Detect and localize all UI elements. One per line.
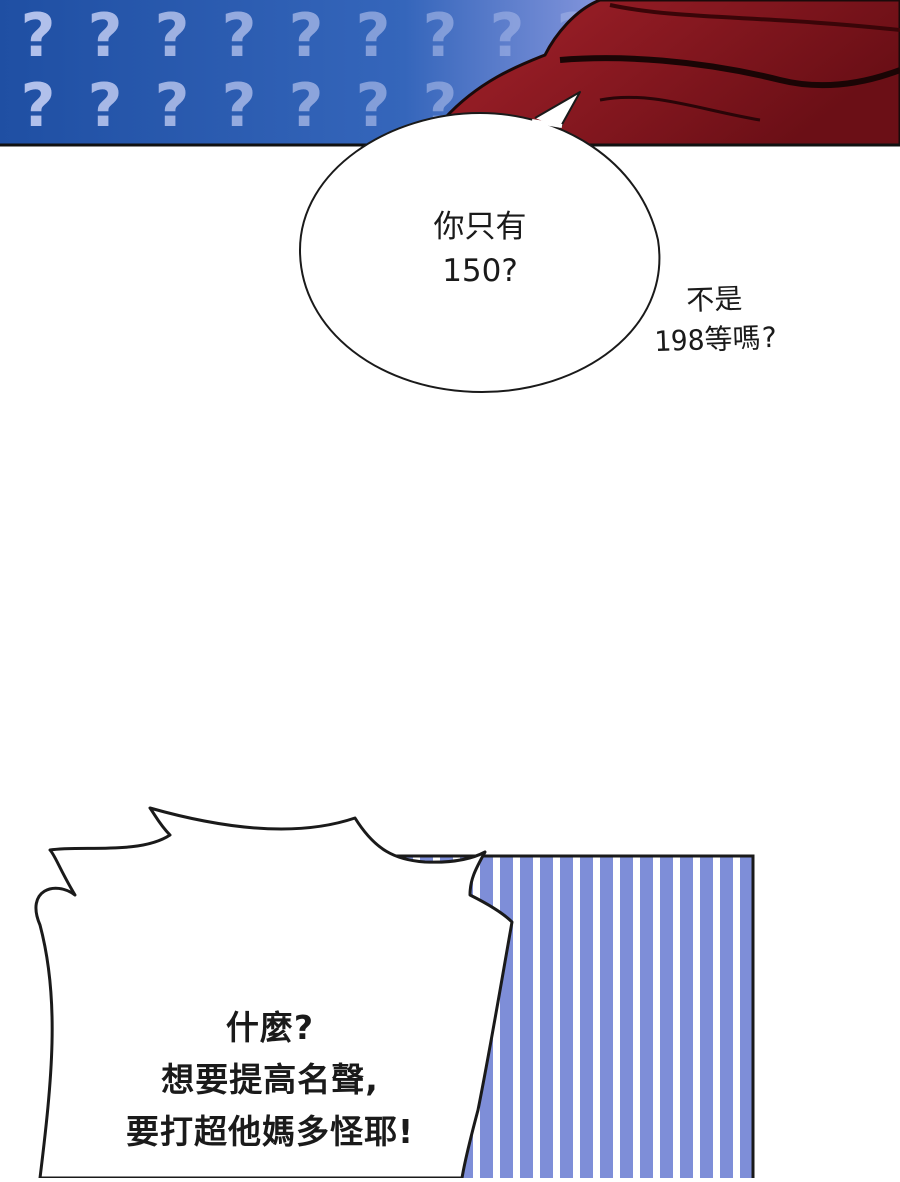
red-cloth (428, 0, 900, 145)
question-mark-glyph: ? (289, 1, 324, 71)
shout-bubble (34, 806, 514, 1180)
cloth-fold (599, 95, 761, 122)
tail-joint (531, 119, 563, 128)
question-mark-glyph: ? (88, 1, 123, 71)
question-mark-glyph: ? (88, 71, 123, 141)
top-panel: ?????????????????? (0, 0, 900, 145)
question-mark-glyph: ? (155, 1, 190, 71)
question-mark-glyph: ? (356, 71, 391, 141)
speech-bubble-tail (534, 91, 581, 129)
question-mark-glyph: ? (222, 1, 257, 71)
question-mark-glyph: ? (222, 71, 257, 141)
speech-bubble-oval (298, 111, 661, 394)
question-mark-glyph: ? (155, 71, 190, 141)
question-mark-glyph: ? (21, 71, 56, 141)
cloth-fold (609, 3, 900, 32)
aside-text: 不是 198等嗎? (653, 282, 778, 359)
question-mark-glyph: ? (21, 1, 56, 71)
question-mark-glyph: ? (490, 1, 525, 71)
question-mark-glyph: ? (356, 1, 391, 71)
question-mark-glyph: ? (289, 71, 324, 141)
cloth-fold (559, 55, 900, 89)
question-mark-pattern: ?????????????????? (21, 1, 592, 141)
speech-bubble-text: 你只有 150? (433, 209, 527, 289)
shout-bubble-text: 什麼? 想要提高名聲, 要打超他媽多怪耶! (125, 1008, 415, 1151)
question-mark-glyph: ? (423, 1, 458, 71)
